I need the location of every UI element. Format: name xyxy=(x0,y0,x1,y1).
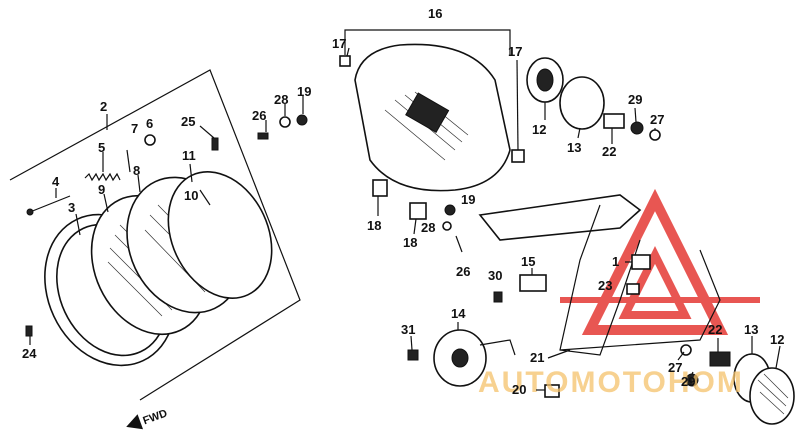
bracket-16 xyxy=(344,29,511,55)
adjust-spring xyxy=(84,172,121,182)
callout-13a: 13 xyxy=(567,140,581,155)
callout-17a: 17 xyxy=(332,36,346,51)
callout-3: 3 xyxy=(68,200,75,215)
collar-23 xyxy=(626,283,640,295)
forward-arrow: FWD xyxy=(126,407,169,430)
nut-19b xyxy=(444,204,456,216)
washer-28a xyxy=(279,116,291,128)
callout-2: 2 xyxy=(100,99,107,114)
bolt-26a xyxy=(257,132,269,140)
horn xyxy=(433,329,516,387)
bolt-22a xyxy=(603,113,625,129)
callout-27a: 27 xyxy=(650,112,664,127)
screw-24 xyxy=(25,325,33,337)
callout-20: 20 xyxy=(512,382,526,397)
callout-28b: 28 xyxy=(421,220,435,235)
callout-22b: 22 xyxy=(708,322,722,337)
callout-10: 10 xyxy=(184,188,198,203)
callout-15: 15 xyxy=(521,254,535,269)
watermark-logo xyxy=(560,188,760,335)
clip-18b xyxy=(409,202,427,220)
adjust-screw xyxy=(29,195,71,213)
grommet-12b xyxy=(749,367,795,425)
callout-23: 23 xyxy=(598,278,612,293)
callout-18a: 18 xyxy=(367,218,381,233)
callout-13b: 13 xyxy=(744,322,758,337)
callout-6: 6 xyxy=(146,116,153,131)
washer-28b xyxy=(442,221,452,231)
callout-8: 8 xyxy=(133,163,140,178)
cap-17b xyxy=(511,149,525,163)
rubber-1 xyxy=(631,254,651,270)
bolt-30 xyxy=(493,291,503,303)
callout-26b: 26 xyxy=(456,264,470,279)
nut-6 xyxy=(144,134,156,146)
screw-25 xyxy=(211,137,219,151)
callout-24: 24 xyxy=(22,346,37,361)
callout-1: 1 xyxy=(612,254,619,269)
washer-29a xyxy=(630,121,644,135)
callout-4: 4 xyxy=(52,174,60,189)
clip-18a xyxy=(372,179,388,197)
cap-17a xyxy=(339,55,351,67)
bolt-26b xyxy=(455,235,463,253)
callout-22a: 22 xyxy=(602,144,616,159)
headlight-bracket xyxy=(478,194,721,356)
callout-29a: 29 xyxy=(628,92,642,107)
callout-21: 21 xyxy=(530,350,544,365)
callout-29b: 29 xyxy=(681,374,695,389)
callout-16: 16 xyxy=(428,6,442,21)
callout-25: 25 xyxy=(181,114,195,129)
clamp-15 xyxy=(519,274,547,292)
bolt-22b xyxy=(709,351,731,367)
callout-7: 7 xyxy=(131,121,138,136)
collar-20 xyxy=(544,384,560,398)
leader-lines xyxy=(29,47,781,391)
callout-31: 31 xyxy=(401,322,415,337)
callout-19b: 19 xyxy=(461,192,475,207)
callout-9: 9 xyxy=(98,182,105,197)
callout-18b: 18 xyxy=(403,235,417,250)
watermark-text: AUTOMOTOHOM xyxy=(478,366,744,399)
callout-12a: 12 xyxy=(532,122,546,137)
callout-27b: 27 xyxy=(668,360,682,375)
callout-5: 5 xyxy=(98,140,105,155)
callout-30: 30 xyxy=(488,268,502,283)
callout-17b: 17 xyxy=(508,44,522,59)
cover-13a xyxy=(559,76,605,130)
group-2-outline xyxy=(9,69,301,401)
nut-27a xyxy=(649,129,661,141)
headlight-case xyxy=(167,171,273,299)
callout-26a: 26 xyxy=(252,108,266,123)
callout-19a: 19 xyxy=(297,84,311,99)
headlight-case-16 xyxy=(354,43,511,192)
callout-28a: 28 xyxy=(274,92,288,107)
bolt-31 xyxy=(407,349,419,361)
callout-14: 14 xyxy=(451,306,466,321)
svg-text:FWD: FWD xyxy=(141,407,169,427)
callout-12b: 12 xyxy=(770,332,784,347)
callout-11: 11 xyxy=(182,148,196,163)
nut-19a xyxy=(296,114,308,126)
